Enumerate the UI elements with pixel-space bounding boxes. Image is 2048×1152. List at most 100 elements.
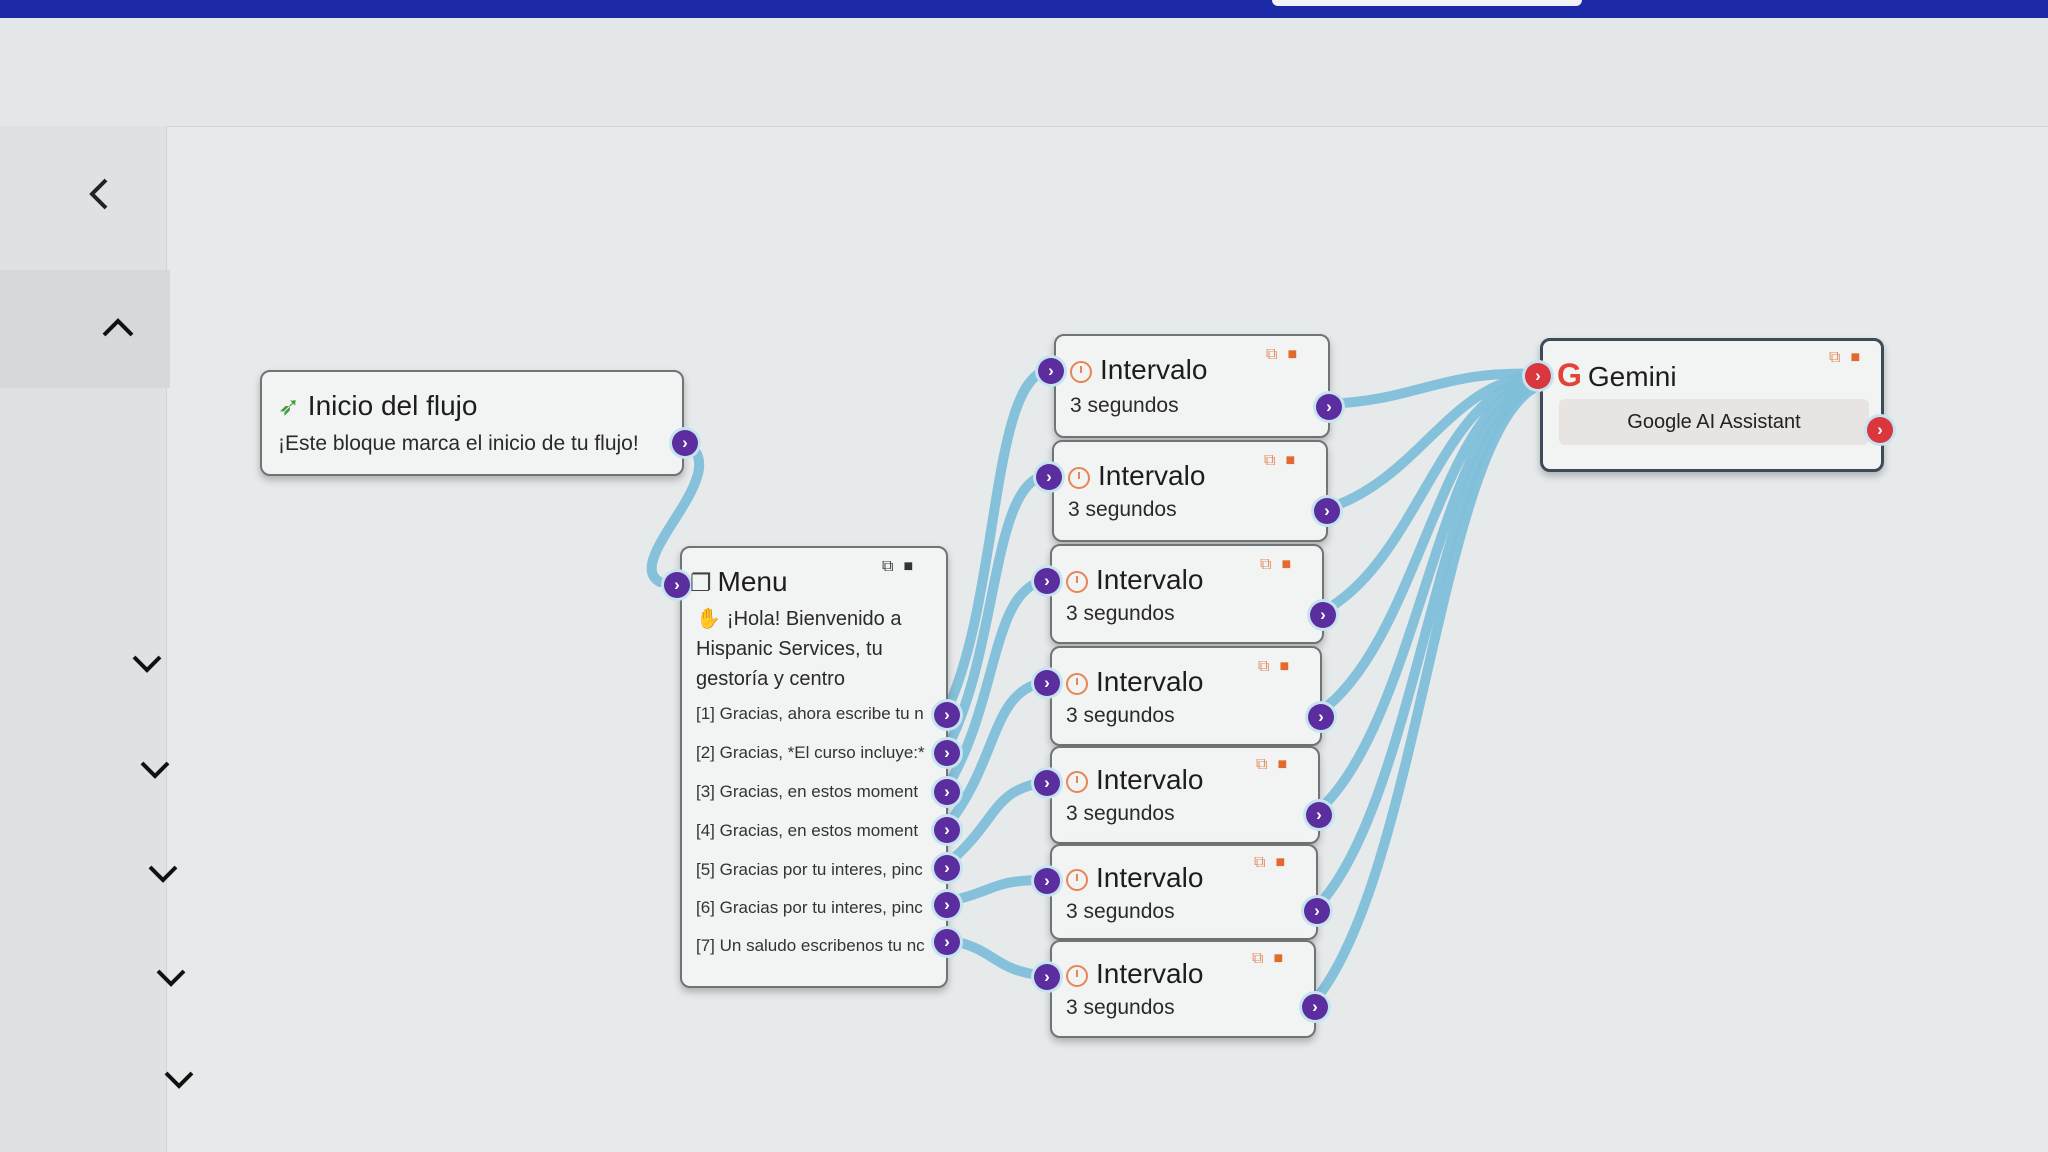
clock-icon (1066, 868, 1088, 891)
greeting-line: ¡Hola! Bienvenido a (726, 608, 902, 630)
greeting-line: gestoría y centro (696, 668, 845, 690)
input-port[interactable]: › (1034, 868, 1060, 894)
output-port[interactable]: › (672, 430, 698, 456)
connector (1307, 381, 1543, 1009)
top-bar (0, 0, 2048, 18)
input-port[interactable]: › (1036, 464, 1062, 490)
chevron-down-icon[interactable] (162, 1064, 196, 1096)
google-ai-assistant-button[interactable]: Google AI Assistant (1559, 399, 1869, 445)
clock-icon (1066, 964, 1088, 987)
gemini-title: Gemini (1587, 361, 1677, 392)
interval-duration: 3 segundos (1068, 498, 1177, 521)
menu-option: [2] Gracias, *El curso incluye:* (696, 743, 925, 762)
interval-title: Intervalo (1098, 460, 1206, 491)
node-tools: ⧉■ (1829, 349, 1870, 367)
input-port[interactable]: › (1038, 358, 1064, 384)
trash-icon[interactable]: ■ (1279, 658, 1300, 675)
output-port[interactable]: › (1314, 498, 1340, 524)
trash-icon[interactable]: ■ (1275, 854, 1296, 871)
trash-icon[interactable]: ■ (1285, 452, 1306, 469)
interval-duration: 3 segundos (1066, 602, 1175, 625)
interval-title: Intervalo (1096, 666, 1204, 697)
chevron-up-icon[interactable] (100, 312, 136, 344)
option-port[interactable]: › (934, 817, 960, 843)
menu-option: [6] Gracias por tu interes, pinc (696, 898, 923, 917)
sidebar-active-section (0, 270, 170, 388)
wave-icon: ✋ (696, 608, 721, 630)
trash-icon[interactable]: ■ (1273, 950, 1294, 967)
connector (941, 365, 1053, 717)
menu-option: [7] Un saludo escribenos tu nc (696, 936, 925, 955)
menu-option: [3] Gracias, en estos moment (696, 782, 919, 801)
node-tools: ⧉■ (1254, 854, 1295, 872)
input-port[interactable]: › (1034, 670, 1060, 696)
copy-icon[interactable]: ⧉ (1260, 556, 1282, 573)
interval-node[interactable]: › Intervalo ⧉■ 3 segundos › (1038, 334, 1342, 438)
copy-icon[interactable]: ⧉ (882, 558, 904, 575)
chevron-down-icon[interactable] (154, 962, 188, 994)
output-port[interactable]: › (1306, 802, 1332, 828)
input-port[interactable]: › (1034, 770, 1060, 796)
chevron-down-icon[interactable] (138, 754, 172, 786)
node-tools: ⧉■ (1256, 756, 1297, 774)
menu-node[interactable]: › ❐Menu ⧉■ ✋¡Hola! Bienvenido a Hispanic… (664, 546, 960, 988)
output-port[interactable]: › (1302, 994, 1328, 1020)
interval-node[interactable]: › Intervalo ⧉■ 3 segundos › (1034, 940, 1328, 1038)
google-logo-icon: G (1557, 357, 1582, 393)
interval-node[interactable]: › Intervalo ⧉■ 3 segundos › (1034, 646, 1334, 746)
option-port[interactable]: › (934, 929, 960, 955)
option-port[interactable]: › (934, 779, 960, 805)
option-port[interactable]: › (934, 740, 960, 766)
option-port[interactable]: › (934, 855, 960, 881)
output-port[interactable]: › (1310, 602, 1336, 628)
chevron-left-icon[interactable] (84, 176, 114, 217)
input-port[interactable]: › (664, 572, 690, 598)
copy-icon[interactable]: ⧉ (1252, 950, 1274, 967)
copy-icon[interactable]: ⧉ (1266, 346, 1288, 363)
trash-icon[interactable]: ■ (903, 558, 924, 575)
copy-icon[interactable]: ⧉ (1829, 349, 1851, 366)
connector (941, 875, 1051, 907)
output-port[interactable]: › (1304, 898, 1330, 924)
copy-icon[interactable]: ⧉ (1264, 452, 1286, 469)
top-tab[interactable] (1272, 0, 1582, 6)
interval-node[interactable]: › Intervalo ⧉■ 3 segundos › (1034, 844, 1330, 940)
input-port[interactable]: › (1034, 964, 1060, 990)
copy-icon[interactable]: ⧉ (1256, 756, 1278, 773)
connector (941, 470, 1053, 755)
connector (1313, 377, 1543, 816)
menu-option: [5] Gracias por tu interes, pinc (696, 860, 923, 879)
start-node[interactable]: ➶Inicio del flujo ¡Este bloque marca el … (260, 370, 698, 476)
clock-icon (1066, 770, 1088, 793)
chevron-down-icon[interactable] (146, 858, 180, 890)
trash-icon[interactable]: ■ (1850, 349, 1871, 366)
node-tools: ⧉■ (1266, 346, 1307, 364)
trash-icon[interactable]: ■ (1277, 756, 1298, 773)
input-port[interactable]: › (1525, 363, 1551, 389)
output-port[interactable]: › (1316, 394, 1342, 420)
copy-icon[interactable]: ⧉ (1254, 854, 1276, 871)
output-port[interactable]: › (1867, 417, 1893, 443)
option-port[interactable]: › (934, 892, 960, 918)
chevron-down-icon[interactable] (130, 648, 164, 680)
option-port[interactable]: › (934, 702, 960, 728)
trash-icon[interactable]: ■ (1281, 556, 1302, 573)
interval-duration: 3 segundos (1066, 996, 1175, 1019)
interval-title: Intervalo (1100, 354, 1208, 385)
input-port[interactable]: › (1034, 568, 1060, 594)
connector (941, 575, 1051, 794)
output-port[interactable]: › (1308, 704, 1334, 730)
interval-title: Intervalo (1096, 862, 1204, 893)
interval-node[interactable]: › Intervalo ⧉■ 3 segundos › (1034, 746, 1332, 844)
copy-icon[interactable]: ⧉ (1258, 658, 1280, 675)
header (0, 18, 2048, 127)
interval-duration: 3 segundos (1066, 704, 1175, 727)
interval-node[interactable]: › Intervalo ⧉■ 3 segundos › (1036, 440, 1340, 542)
clock-icon (1066, 570, 1088, 593)
trash-icon[interactable]: ■ (1287, 346, 1308, 363)
node-tools: ⧉■ (882, 558, 923, 576)
interval-node[interactable]: › Intervalo ⧉■ 3 segundos › (1034, 544, 1336, 644)
rocket-icon: ➶ (278, 391, 300, 421)
node-tools: ⧉■ (1264, 452, 1305, 470)
